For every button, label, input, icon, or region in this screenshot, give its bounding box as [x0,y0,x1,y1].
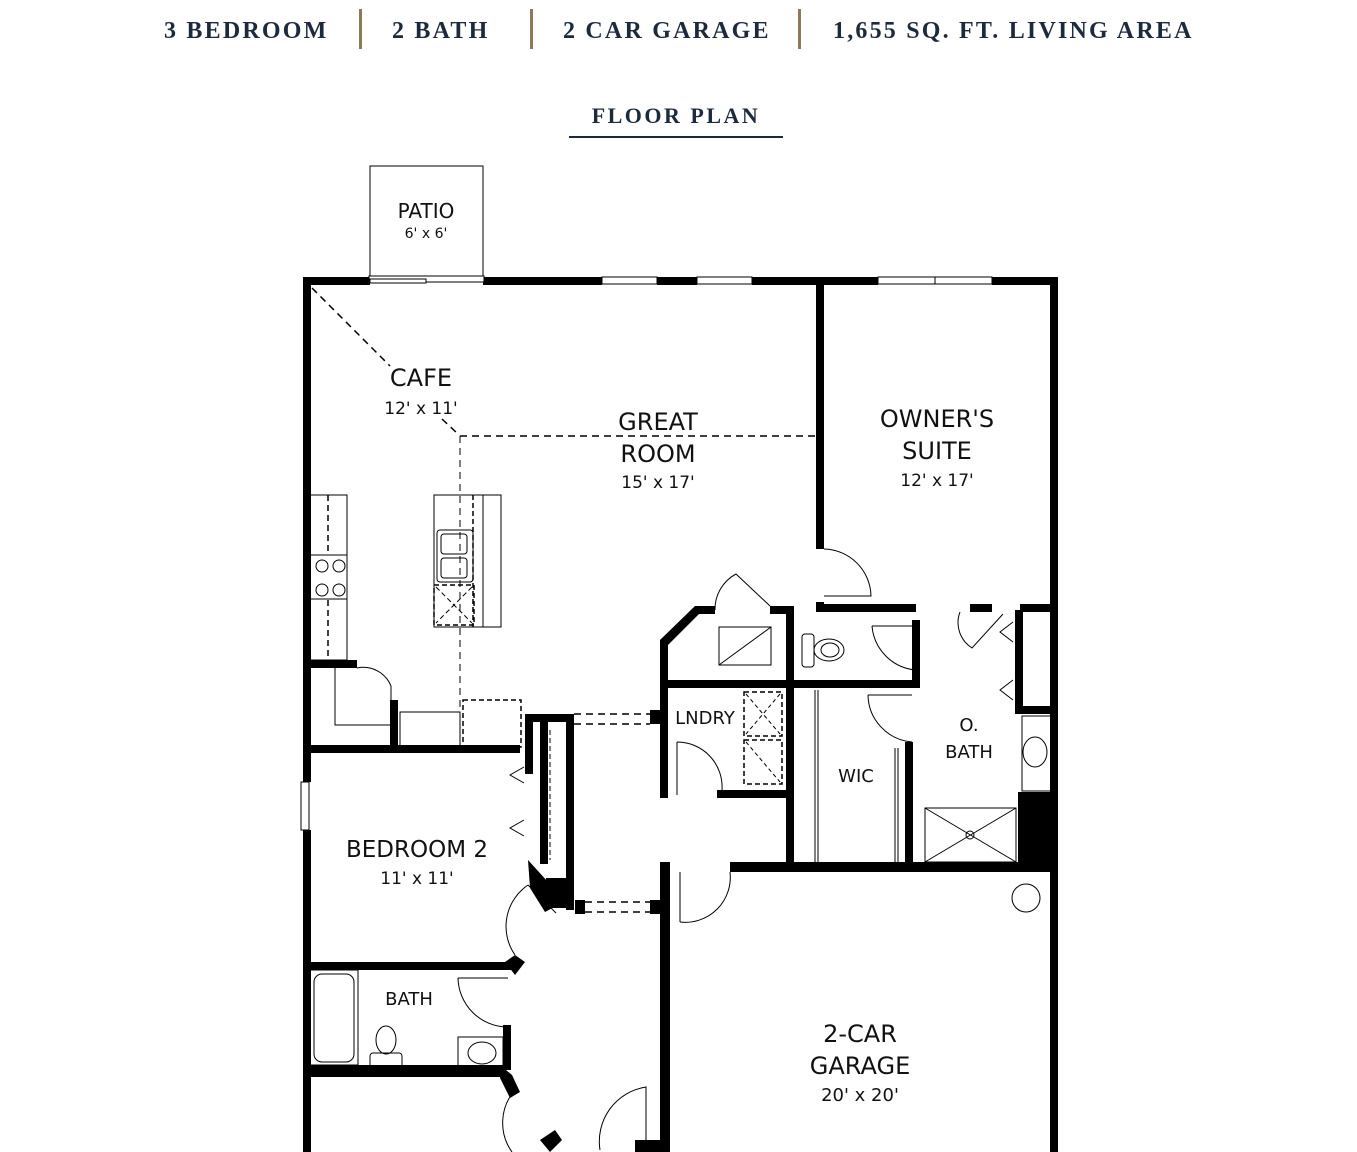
owners-suite-size: 12' x 17' [900,471,973,491]
great-room-label-line1: GREAT [618,408,698,436]
wic-label: WIC [838,766,874,787]
owner-bath-label-line1: O. [959,715,978,736]
interior-walls [305,277,1058,1152]
door-swings [457,548,1014,1152]
garage-label-line1: 2-CAR [823,1020,897,1048]
laundry-label: LNDRY [675,708,736,729]
home-specs-bar: 3 BEDROOM 2 BATH 2 CAR GARAGE 1,655 SQ. … [0,9,1357,50]
fixtures [309,626,1053,1071]
bath-label: BATH [385,989,433,1010]
dashed-boundaries [311,287,815,913]
garage-label-line2: GARAGE [810,1052,910,1080]
cafe-size: 12' x 11' [384,399,457,419]
spec-divider [359,9,362,49]
room-labels: PATIO 6' x 6' CAFE 12' x 11' GREAT ROOM … [346,199,994,1106]
cafe-label: CAFE [390,364,452,392]
windows [300,275,993,831]
great-room-label-line2: ROOM [620,440,695,468]
patio-label: PATIO [398,199,455,223]
exterior-walls [303,277,1058,1152]
bedroom2-label: BEDROOM 2 [346,837,488,863]
spec-living-area: 1,655 SQ. FT. LIVING AREA [833,18,1194,44]
great-room-size: 15' x 17' [621,473,694,493]
spec-garage: 2 CAR GARAGE [563,18,771,44]
patio-size: 6' x 6' [405,226,448,242]
bedroom2-size: 11' x 11' [380,869,453,889]
spec-bedrooms: 3 BEDROOM [164,18,329,44]
kitchen-counters [308,494,522,748]
spec-divider [798,9,801,49]
garage-size: 20' x 20' [821,1085,899,1106]
owners-suite-label-line1: OWNER'S [880,405,994,433]
owners-suite-label-line2: SUITE [902,437,972,465]
spec-divider [530,9,533,49]
owner-bath-label-line2: BATH [945,742,993,763]
spec-baths: 2 BATH [392,18,490,44]
title-underline [569,136,783,138]
section-title: FLOOR PLAN [591,103,761,128]
